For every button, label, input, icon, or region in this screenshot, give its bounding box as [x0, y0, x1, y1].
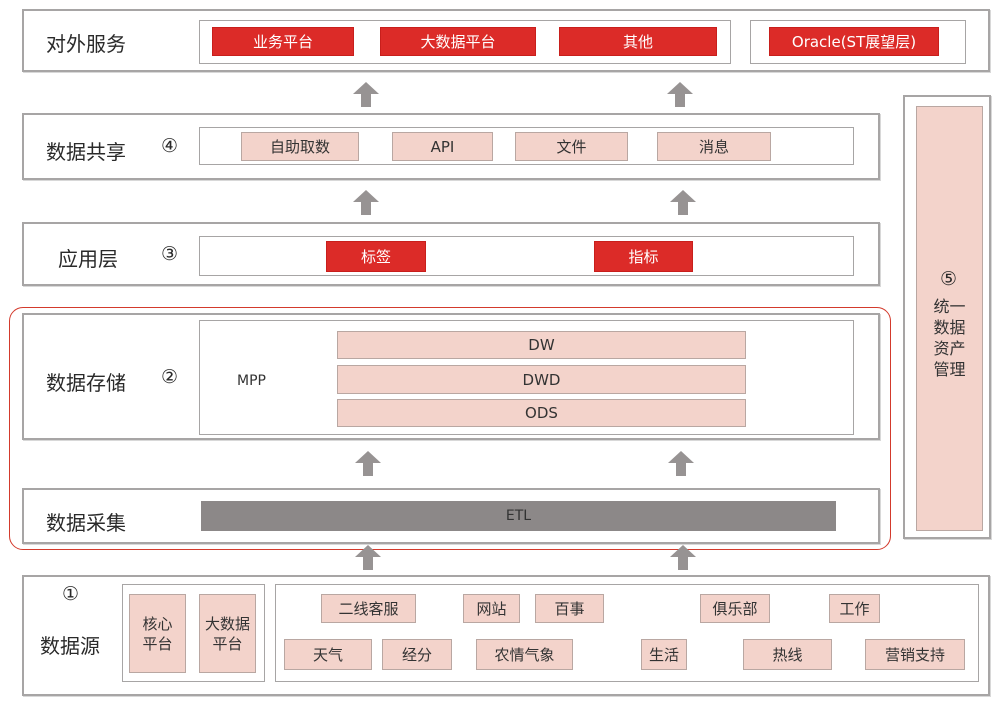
indicator-box: 指标	[594, 241, 693, 272]
tag-box: 标签	[326, 241, 426, 272]
arrow-up-icon	[353, 190, 379, 215]
data-collection-title: 数据采集	[46, 511, 126, 535]
side-number: ⑤	[940, 268, 958, 290]
source-item-club: 俱乐部	[700, 594, 770, 623]
bigdata-source-platform-box: 大数据 平台	[199, 594, 256, 673]
storage-collection-highlight-frame	[9, 307, 891, 550]
arrow-up-icon	[670, 190, 696, 215]
source-item-business-analysis: 经分	[382, 639, 452, 670]
application-box	[199, 236, 854, 276]
source-item-life: 生活	[641, 639, 687, 670]
unified-asset-management-label: 统一 数据 资产 管理	[933, 297, 966, 379]
data-storage-title: 数据存储	[46, 371, 126, 395]
arrow-up-icon	[355, 451, 381, 476]
ods-box: ODS	[337, 399, 746, 427]
source-item-website: 网站	[463, 594, 520, 623]
bigdata-platform-box: 大数据平台	[380, 27, 536, 56]
source-item-second-line-support: 二线客服	[321, 594, 416, 623]
arrow-up-icon	[667, 82, 693, 107]
data-sharing-number: ④	[161, 135, 179, 157]
source-item-baishi: 百事	[535, 594, 604, 623]
source-item-weather: 天气	[284, 639, 372, 670]
data-storage-number: ②	[161, 366, 179, 388]
arrow-up-icon	[353, 82, 379, 107]
source-item-hotline: 热线	[743, 639, 832, 670]
dw-box: DW	[337, 331, 746, 359]
message-box: 消息	[657, 132, 771, 161]
api-box: API	[392, 132, 493, 161]
file-box: 文件	[515, 132, 628, 161]
other-box: 其他	[559, 27, 717, 56]
oracle-box: Oracle(ST展望层)	[769, 27, 939, 56]
source-item-work: 工作	[829, 594, 880, 623]
mpp-label: MPP	[237, 373, 266, 389]
business-platform-box: 业务平台	[212, 27, 354, 56]
self-service-query-box: 自助取数	[241, 132, 359, 161]
data-source-title: 数据源	[40, 634, 100, 658]
source-item-marketing-support: 营销支持	[865, 639, 965, 670]
application-number: ③	[161, 243, 179, 265]
data-sharing-title: 数据共享	[46, 140, 126, 164]
external-services-title: 对外服务	[46, 32, 126, 56]
etl-bar: ETL	[201, 501, 836, 531]
arrow-up-icon	[355, 545, 381, 570]
core-platform-box: 核心 平台	[129, 594, 186, 673]
data-source-number: ①	[62, 583, 80, 605]
unified-asset-management-inner	[916, 106, 983, 531]
source-item-agri-weather: 农情气象	[476, 639, 573, 670]
arrow-up-icon	[668, 451, 694, 476]
application-title: 应用层	[58, 247, 118, 271]
dwd-box: DWD	[337, 365, 746, 394]
arrow-up-icon	[670, 545, 696, 570]
